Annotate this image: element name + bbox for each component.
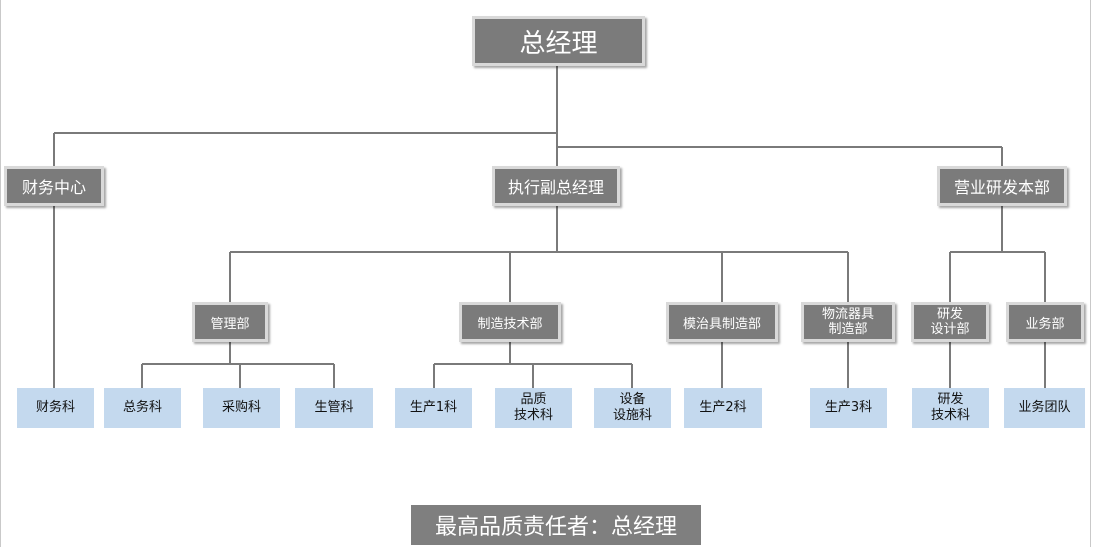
- node-business-team-section: 业务团队: [1004, 388, 1085, 428]
- node-exec-vp: 执行副总经理: [492, 166, 620, 206]
- node-rd-design-dept: 研发 设计部: [911, 302, 989, 342]
- node-production-mgmt-section: 生管科: [295, 388, 373, 428]
- node-finance-center: 财务中心: [4, 166, 104, 206]
- node-sales-rd: 营业研发本部: [937, 166, 1067, 206]
- node-logistics-dept: 物流器具 制造部: [801, 302, 895, 342]
- node-management-dept: 管理部: [192, 302, 268, 342]
- node-finance-section: 财务科: [17, 388, 94, 428]
- frame-left-border: [0, 0, 1, 547]
- node-business-dept: 业务部: [1006, 302, 1084, 342]
- node-production3-section: 生产3科: [810, 388, 887, 428]
- node-quality-tech-section: 品质 技术科: [495, 388, 572, 428]
- node-general-manager: 总经理: [472, 16, 645, 66]
- node-production1-section: 生产1科: [395, 388, 472, 428]
- quality-responsibility-banner: 最高品质责任者：总经理: [411, 505, 701, 545]
- node-mfg-tech-dept: 制造技术部: [459, 302, 561, 342]
- node-general-affairs-section: 总务科: [104, 388, 181, 428]
- node-mold-dept: 模治具制造部: [666, 302, 778, 342]
- frame-right-border: [1090, 0, 1091, 547]
- node-purchasing-section: 采购科: [203, 388, 280, 428]
- node-rd-tech-section: 研发 技术科: [912, 388, 989, 428]
- node-equipment-section: 设备 设施科: [594, 388, 671, 428]
- node-production2-section: 生产2科: [684, 388, 762, 428]
